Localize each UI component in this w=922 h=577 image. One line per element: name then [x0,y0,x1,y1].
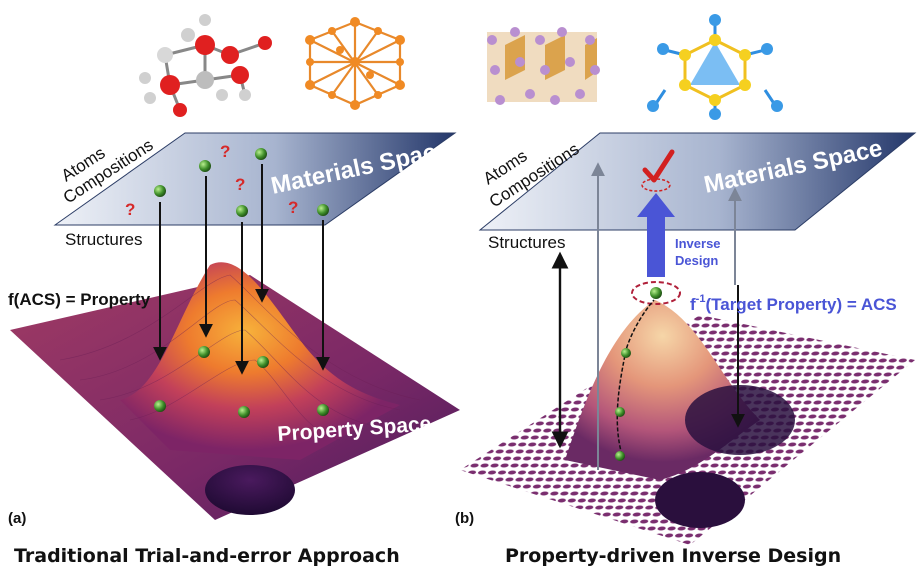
crystal-cluster-icon [305,17,405,110]
check-icon [641,149,675,192]
property-node [317,404,329,416]
target-ring [631,281,681,305]
right-panel: Atoms Compositions Structures Materials … [460,132,917,545]
path-node [621,348,631,358]
path-node [615,407,625,417]
inverse-label: Inverse [675,236,721,251]
material-node [236,205,248,217]
inverse-function-f: f [690,295,696,314]
panel-letter-a: (a) [8,510,27,527]
forward-function-label: f(ACS) = Property [8,290,151,309]
property-node [198,346,210,358]
panel-letter-b: (b) [455,510,475,527]
property-node [257,356,269,368]
molecule-icon [139,14,272,117]
material-node [154,185,166,197]
material-node [317,204,329,216]
material-node [199,160,211,172]
inverse-function-label: f-1(Target Property) = ACS [690,293,897,314]
inverse-function-sup: -1 [696,293,706,305]
unknown-mark: ? [125,200,135,219]
path-node [615,451,625,461]
unknown-mark: ? [235,175,245,194]
property-node [238,406,250,418]
structures-label-left: Structures [65,230,142,249]
left-panel: Atoms Compositions Structures Materials … [8,132,460,520]
design-label: Design [675,253,718,268]
materials-plane-right [478,132,917,231]
inverse-function-rest: (Target Property) = ACS [705,295,896,314]
caption-traditional: Traditional Trial-and-error Approach [14,545,400,567]
property-node [154,400,166,412]
structures-label-right: Structures [488,233,565,252]
target-node [650,287,662,299]
material-node [255,148,267,160]
layered-crystal-icon [487,27,600,105]
unknown-mark: ? [288,198,298,217]
optimization-path [616,299,655,456]
caption-inverse-design: Property-driven Inverse Design [505,545,842,567]
triangle-molecule-icon [647,14,783,120]
unknown-mark: ? [220,142,230,161]
property-surface-right [460,300,915,545]
inverse-design-arrow [637,193,675,277]
materials-plane-left [53,132,457,226]
